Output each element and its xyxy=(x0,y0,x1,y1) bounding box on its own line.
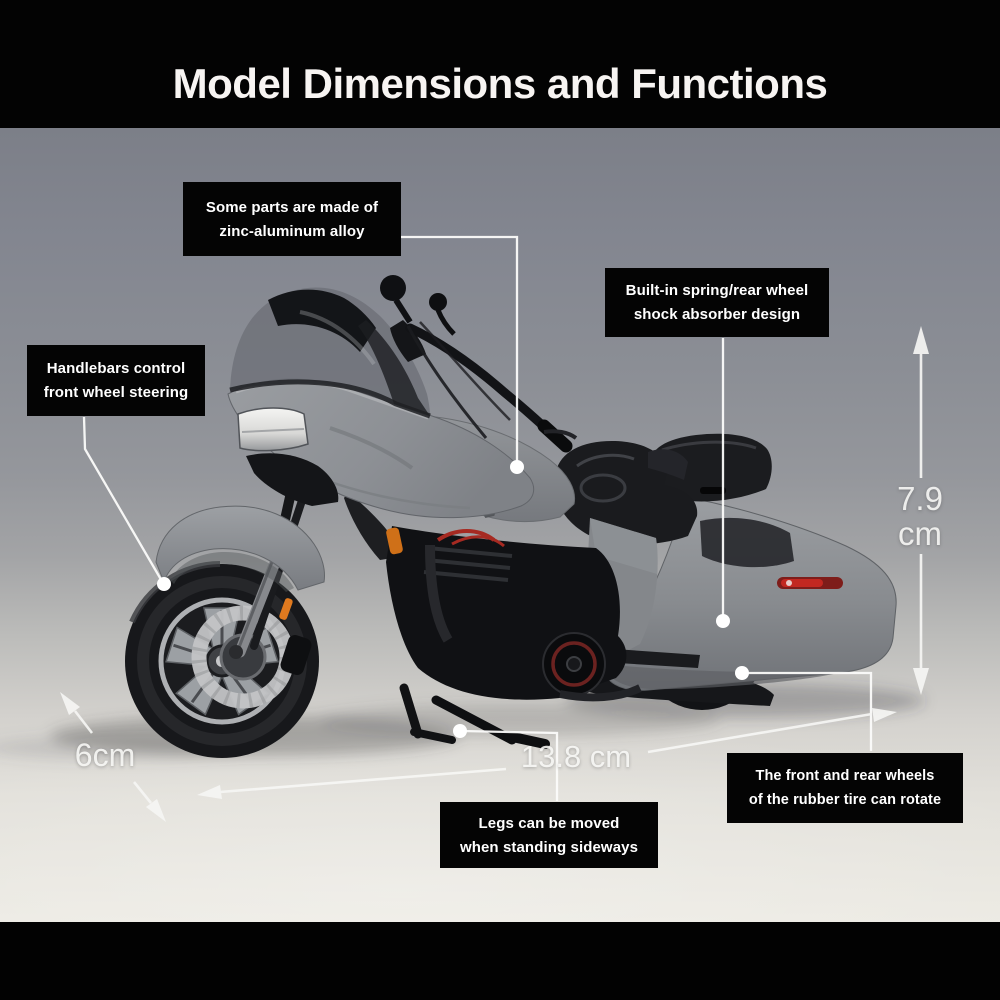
engine-block xyxy=(386,526,642,702)
callout-alloy: Some parts are made of zinc-aluminum all… xyxy=(183,182,401,256)
dimension-arrow-width xyxy=(60,692,166,822)
front-wheel xyxy=(125,561,319,758)
callout-tires-line2: of the rubber tire can rotate xyxy=(748,791,942,808)
connector-steering xyxy=(82,416,164,584)
callout-shock-line1: Built-in spring/rear wheel xyxy=(625,282,809,299)
page-title: Model Dimensions and Functions xyxy=(172,60,828,107)
callout-shock-line2: shock absorber design xyxy=(633,306,801,323)
dimension-height-unit: cm xyxy=(898,515,942,552)
connector-dots xyxy=(157,460,749,738)
dimension-height-value: 7.9 xyxy=(897,480,943,517)
footer-bar xyxy=(0,922,1000,1000)
top-luggage-box xyxy=(649,433,772,502)
dimension-label-length: 13.8 cm xyxy=(520,739,632,774)
front-fender xyxy=(155,505,325,592)
header-bar: Model Dimensions and Functions xyxy=(0,0,1000,128)
motorcycle-illustration xyxy=(0,275,925,760)
front-reflector xyxy=(386,527,403,555)
front-fairing xyxy=(227,378,535,519)
callout-shock: Built-in spring/rear wheel shock absorbe… xyxy=(605,268,829,337)
fairing-chin xyxy=(246,453,339,506)
headlight xyxy=(237,407,309,452)
handlebars xyxy=(380,275,578,453)
fork-reflector xyxy=(279,598,293,620)
callout-kickstand: Legs can be moved when standing sideways xyxy=(440,802,658,868)
mirror xyxy=(380,275,406,301)
callout-steering-line2: front wheel steering xyxy=(43,384,189,401)
callout-steering: Handlebars control front wheel steering xyxy=(27,345,205,416)
connector-tires xyxy=(744,671,873,751)
seat xyxy=(554,441,698,545)
callout-alloy-line1: Some parts are made of xyxy=(205,198,379,216)
dimension-arrow-height xyxy=(913,326,929,695)
callout-alloy-line2: zinc-aluminum alloy xyxy=(219,222,365,240)
callout-tires-line1: The front and rear wheels xyxy=(755,767,935,784)
handlebar-grip xyxy=(537,419,573,453)
dimension-label-height: 7.9 cm xyxy=(889,481,951,551)
connector-alloy xyxy=(400,235,519,466)
windshield xyxy=(229,287,431,419)
kickstand xyxy=(399,683,550,749)
callout-steering-line1: Handlebars control xyxy=(46,360,186,377)
brake-caliper xyxy=(280,635,312,675)
annotations xyxy=(60,235,929,822)
callout-kickstand-line2: when standing sideways xyxy=(459,838,639,856)
connector-kickstand xyxy=(461,729,559,801)
dimension-arrow-length xyxy=(197,708,897,799)
dimension-label-width: 6cm xyxy=(74,737,136,773)
callout-tires: The front and rear wheels of the rubber … xyxy=(727,753,963,823)
callout-kickstand-line1: Legs can be moved xyxy=(478,814,620,832)
